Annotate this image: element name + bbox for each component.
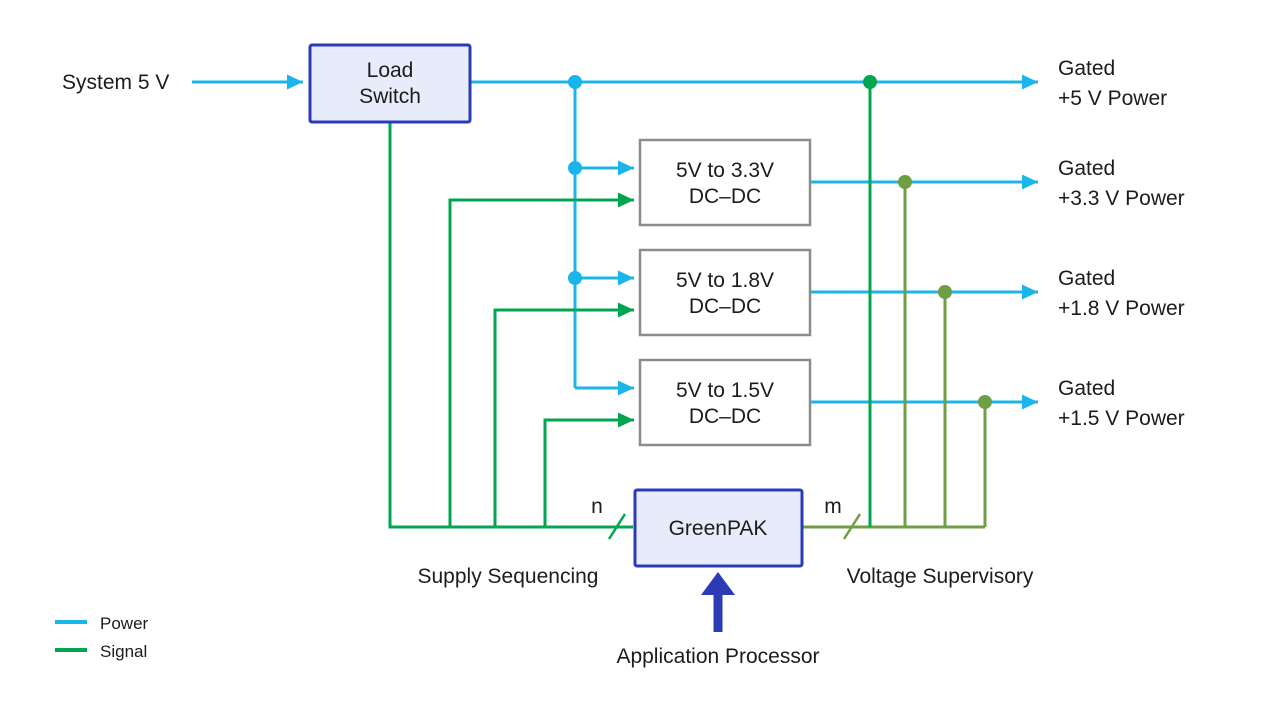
load-switch-block: Load Switch — [308, 43, 472, 124]
up-arrow-icon — [701, 572, 735, 595]
converter-1v5-label-line1: 5V to 1.5V — [676, 379, 774, 402]
output-1v5: Gated +1.5 V Power — [1058, 377, 1185, 430]
load-switch-box — [308, 43, 472, 124]
power-net — [192, 74, 1038, 410]
output-1v8: Gated +1.8 V Power — [1058, 267, 1185, 320]
input-source: System 5 V — [62, 71, 169, 94]
up-arrow-shaft — [713, 593, 723, 632]
bus-n-label: n — [591, 495, 603, 518]
output-labels: Gated +5 V Power Gated +3.3 V Power Gate… — [1058, 57, 1185, 430]
output-1v8-line2: +1.8 V Power — [1058, 297, 1185, 320]
supervisory-net — [802, 75, 992, 540]
output-1v5-line2: +1.5 V Power — [1058, 407, 1185, 430]
converter-1v8-label-line1: 5V to 1.8V — [676, 269, 774, 292]
legend-signal-label: Signal — [100, 642, 147, 661]
output-1v5-line1: Gated — [1058, 377, 1115, 400]
junction-dot-sense-1v5 — [978, 395, 992, 409]
wire-enable-1v8 — [493, 302, 634, 527]
voltage-supervisory-caption: Voltage Supervisory — [847, 565, 1034, 588]
junction-dot-5v-rail — [568, 75, 582, 89]
converter-1v5-label-line2: DC–DC — [689, 405, 761, 428]
junction-dot-sense-5v — [863, 75, 877, 89]
greenpak-label: GreenPAK — [669, 517, 768, 540]
output-1v8-line1: Gated — [1058, 267, 1115, 290]
wire-enable-1v5 — [543, 412, 634, 527]
converter-blocks: 5V to 3.3V DC–DC 5V to 1.8V DC–DC 5V to … — [638, 138, 812, 447]
output-5v-line1: Gated — [1058, 57, 1115, 80]
bus-m-label: m — [824, 495, 842, 518]
load-switch-label-line2: Switch — [359, 85, 421, 108]
converter-1v5: 5V to 1.5V DC–DC — [638, 358, 812, 447]
legend-power-label: Power — [100, 614, 149, 633]
converter-1v8: 5V to 1.8V DC–DC — [638, 248, 812, 337]
bus-slash-n — [607, 513, 627, 540]
junction-dot-sense-1v8 — [938, 285, 952, 299]
legend: Power Signal — [55, 614, 149, 661]
sequencing-net — [388, 122, 634, 540]
converter-3v3: 5V to 3.3V DC–DC — [638, 138, 812, 227]
converter-1v8-label-line2: DC–DC — [689, 295, 761, 318]
application-processor-arrow — [701, 572, 735, 632]
output-5v: Gated +5 V Power — [1058, 57, 1167, 110]
output-5v-line2: +5 V Power — [1058, 87, 1167, 110]
application-processor-caption: Application Processor — [616, 645, 819, 668]
greenpak-block: GreenPAK — [633, 488, 804, 568]
system-5v-label: System 5 V — [62, 71, 169, 94]
junction-dot-3v3-branch — [568, 161, 582, 175]
converter-3v3-label-line2: DC–DC — [689, 185, 761, 208]
output-3v3: Gated +3.3 V Power — [1058, 157, 1185, 210]
wire-enable-3v3 — [448, 192, 634, 527]
wire-loadswitch-control — [388, 122, 633, 529]
load-switch-label-line1: Load — [367, 59, 414, 82]
captions: Supply Sequencing Voltage Supervisory Ap… — [418, 565, 1034, 668]
converter-1v5-box — [638, 358, 812, 447]
supply-sequencing-caption: Supply Sequencing — [418, 565, 599, 588]
junction-dot-sense-3v3 — [898, 175, 912, 189]
bus-slash-m — [842, 513, 862, 540]
output-3v3-line1: Gated — [1058, 157, 1115, 180]
converter-1v8-box — [638, 248, 812, 337]
bus-width-markers: n m — [591, 495, 842, 518]
junction-dot-1v8-branch — [568, 271, 582, 285]
converter-3v3-box — [638, 138, 812, 227]
converter-3v3-label-line1: 5V to 3.3V — [676, 159, 774, 182]
output-3v3-line2: +3.3 V Power — [1058, 187, 1185, 210]
greenpak-box — [633, 488, 804, 568]
